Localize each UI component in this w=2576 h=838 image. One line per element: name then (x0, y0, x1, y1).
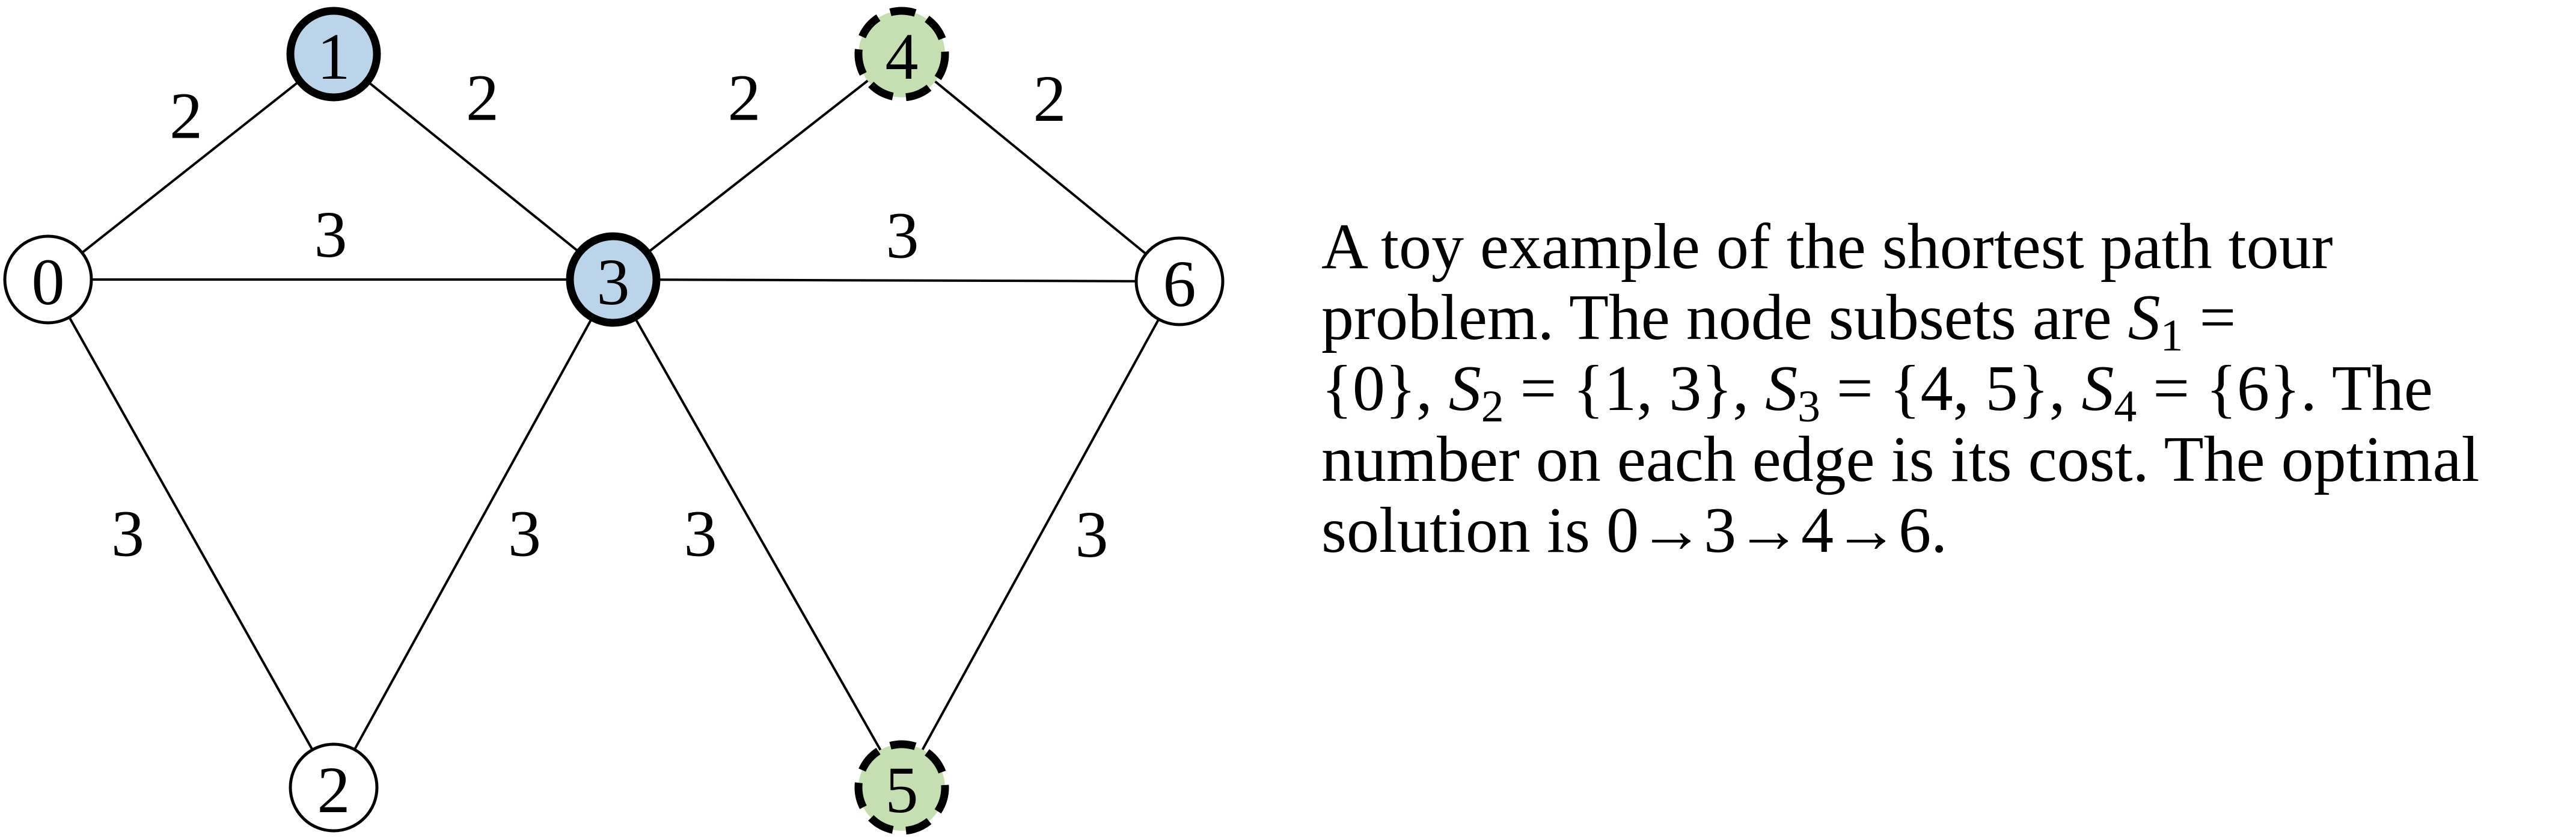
caption-line-4: number on each edge is its cost. The opt… (1321, 424, 2480, 495)
node-5: 5 (854, 740, 949, 835)
node-circle-1 (286, 7, 381, 102)
edge-5-6 (901, 281, 1181, 788)
node-0: 0 (3, 234, 93, 325)
node-label-6: 6 (1163, 247, 1196, 320)
edge-cost-label-5-6: 3 (1075, 498, 1109, 571)
edge-cost-label-3-6: 3 (886, 199, 919, 272)
node-circle-5 (854, 740, 949, 835)
edge-cost-label-0-1: 2 (170, 79, 203, 153)
node-1: 1 (286, 7, 381, 102)
node-label-2: 2 (317, 753, 350, 827)
node-4: 4 (854, 7, 949, 102)
edge-cost-label-3-5: 3 (684, 497, 717, 570)
node-2: 2 (289, 742, 379, 833)
edge-0-2 (47, 279, 335, 788)
edge-cost-label-0-3: 3 (314, 198, 347, 271)
edge-3-5 (612, 279, 903, 788)
node-circle-6 (1134, 236, 1225, 326)
edge-3-6 (613, 278, 1180, 283)
node-label-1: 1 (317, 20, 350, 93)
node-6: 6 (1134, 236, 1225, 326)
node-circle-2 (289, 742, 379, 833)
caption-line-2: problem. The node subsets are S1 = (1321, 282, 2236, 361)
edge-4-6 (901, 53, 1181, 283)
caption-line-3: {0}, S2 = {1, 3}, S3 = {4, 5}, S4 = {6}.… (1321, 353, 2433, 432)
edge-cost-label-3-4: 2 (728, 61, 761, 135)
node-3: 3 (566, 232, 661, 327)
edge-2-3 (332, 279, 614, 788)
edge-1-3 (332, 53, 614, 281)
node-circle-3 (566, 232, 661, 327)
edge-cost-label-4-6: 2 (1033, 62, 1066, 135)
node-label-0: 0 (32, 245, 65, 319)
node-circle-4 (854, 7, 949, 102)
node-label-4: 4 (886, 20, 919, 93)
edge-cost-label-2-3: 3 (508, 497, 541, 570)
node-label-3: 3 (597, 245, 630, 319)
caption: A toy example of the shortest path tour … (1321, 212, 2572, 566)
edge-0-1 (47, 53, 335, 281)
edge-cost-label-1-3: 2 (466, 61, 499, 135)
caption-line-5: solution is 0→3→4→6. (1321, 495, 1948, 566)
caption-line-1: A toy example of the shortest path tour (1321, 211, 2333, 283)
node-circle-0 (3, 234, 93, 325)
edge-cost-label-0-2: 3 (111, 497, 144, 570)
node-label-5: 5 (886, 753, 919, 827)
edge-3-4 (612, 53, 903, 281)
graph-diagram: 2 2 2 2 3 3 3 3 3 3 0 1 2 3 4 5 6 (3, 7, 1225, 835)
